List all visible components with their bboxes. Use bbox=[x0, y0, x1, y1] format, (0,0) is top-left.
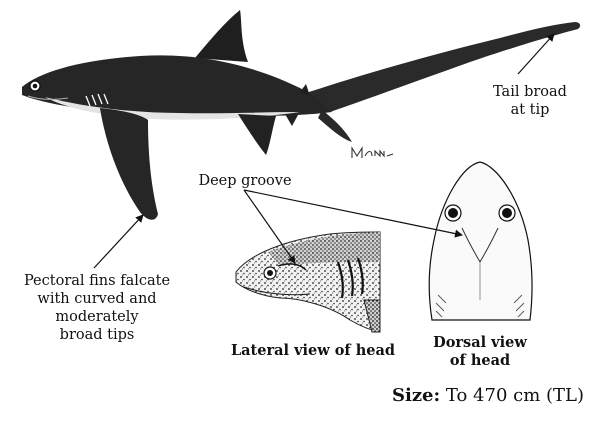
tail-label: Tail broad at tip bbox=[480, 83, 580, 119]
lateral-head-drawing bbox=[236, 232, 380, 332]
caudal-fin-lower-lobe bbox=[318, 110, 352, 142]
groove-arrow-dorsal bbox=[244, 190, 462, 235]
shark-body bbox=[22, 55, 332, 116]
pectoral-arrow bbox=[94, 215, 143, 268]
pelvic-fin bbox=[238, 114, 276, 155]
anal-fin bbox=[285, 114, 298, 126]
pectoral-fin bbox=[100, 108, 158, 220]
pectoral-fin-label: Pectoral fins falcate with curved and mo… bbox=[2, 272, 192, 344]
dorsal-head-drawing bbox=[429, 162, 532, 320]
artist-signature bbox=[352, 148, 393, 158]
size-value: To 470 cm (TL) bbox=[446, 385, 584, 406]
lateral-view-label: Lateral view of head bbox=[218, 342, 408, 360]
deep-groove-label: Deep groove bbox=[190, 172, 300, 190]
first-dorsal-fin bbox=[195, 10, 248, 62]
size-label: Size: bbox=[392, 385, 440, 406]
dorsal-view-label: Dorsal view of head bbox=[425, 334, 535, 370]
size-line: Size: To 470 cm (TL) bbox=[392, 385, 584, 406]
